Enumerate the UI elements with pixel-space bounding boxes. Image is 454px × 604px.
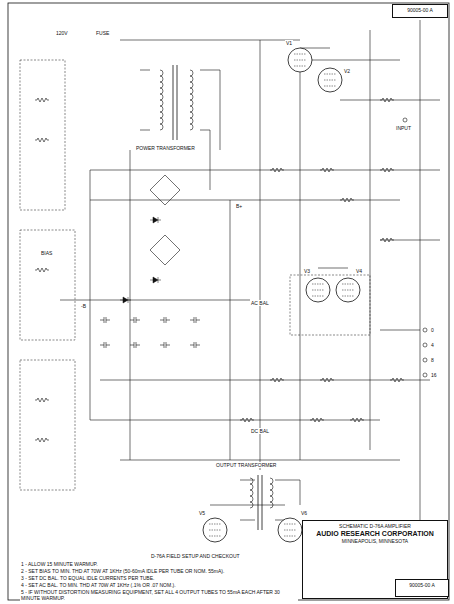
control-label: BIAS xyxy=(40,250,53,256)
transformers xyxy=(160,65,273,530)
title-text: MINNEAPOLIS, MINNESOTA xyxy=(306,538,444,545)
note: 4 - SET AC BAL. TO MIN. THD AT 70W AT 1K… xyxy=(20,582,177,588)
voltage-label: 120V xyxy=(55,30,69,36)
part-label: FUSE xyxy=(95,30,110,36)
note: 3 - SET DC BAL. TO EQUAL IDLE CURRENTS P… xyxy=(20,575,155,581)
title-block: SCHEMATIC D-76A AMPLIFIERAUDIO RESEARCH … xyxy=(302,520,448,599)
voltage-label: -B xyxy=(80,303,87,309)
note: 2 - SET BIAS TO MIN. THD AT 70W AT 1KHz … xyxy=(20,568,225,574)
part-label: OUTPUT TRANSFORMER xyxy=(215,462,277,468)
tap-label: 8 xyxy=(430,357,435,363)
page-border xyxy=(8,3,449,600)
switch-panels xyxy=(20,60,370,490)
tube-label: V2 xyxy=(343,68,351,74)
drawing-number-box: 90005-00 A xyxy=(395,579,449,597)
tube-label: V6 xyxy=(300,510,308,516)
title-text: AUDIO RESEARCH CORPORATION xyxy=(306,530,444,538)
tube-label: V3 xyxy=(303,268,311,274)
tube-label: V5 xyxy=(198,510,206,516)
tube-label: V4 xyxy=(355,268,363,274)
tap-label: 0 xyxy=(430,327,435,333)
tap-label: 4 xyxy=(430,342,435,348)
components xyxy=(35,48,427,542)
wires xyxy=(60,20,440,560)
signal-name: INPUT xyxy=(395,125,412,131)
note: 5 - IF WITHOUT DISTORTION MEASURING EQUI… xyxy=(20,589,298,601)
control-label: DC BAL xyxy=(250,428,270,434)
voltage-label: B+ xyxy=(235,203,243,209)
drawing-number: 90005-00 A xyxy=(396,7,444,14)
tube-label: V1 xyxy=(285,40,293,46)
tap-label: 16 xyxy=(430,372,438,378)
note: 1 - ALLOW 15 MINUTE WARMUP. xyxy=(20,561,99,567)
control-label: AC BAL xyxy=(250,300,270,306)
title-text: SCHEMATIC D-76A AMPLIFIER xyxy=(306,523,444,530)
note-heading: D-76A FIELD SETUP AND CHECKOUT xyxy=(150,553,241,559)
drawing-number-box: 90005-00 A xyxy=(392,4,448,18)
drawing-number: 90005-00 A xyxy=(399,582,445,589)
part-label: POWER TRANSFORMER xyxy=(135,145,196,151)
